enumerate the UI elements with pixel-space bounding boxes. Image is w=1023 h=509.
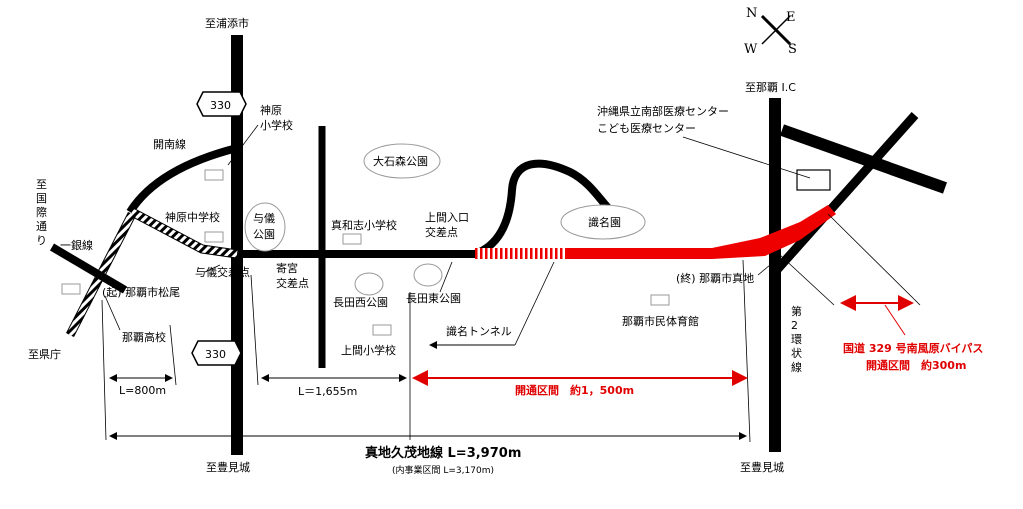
opened-section-label: 開通区間 約1，500m [515, 383, 634, 397]
compass-n: N [746, 6, 757, 21]
compass-w: W [744, 42, 758, 57]
bypass-label-1: 国道 329 号南風原バイパス [843, 341, 983, 355]
hospital-1: 沖縄県立南部医療センター [597, 104, 729, 118]
kanbaru-school-2: 小学校 [260, 118, 293, 132]
naha-high: 那覇高校 [122, 330, 166, 344]
dest-tomigusuku-left: 至豊見城 [206, 461, 250, 474]
kanbaru-school-1: 神原 [260, 103, 282, 117]
roads [49, 35, 948, 455]
svg-text:状: 状 [791, 346, 802, 360]
yogi-intersection: 与儀交差点 [195, 265, 250, 279]
shikina-tunnel: 識名トンネル [446, 324, 512, 338]
kamama-intersection-2: 交差点 [425, 225, 458, 239]
planned-section [130, 208, 238, 258]
dest-naha-ic: 至那覇 I.C [745, 81, 796, 94]
dest-tomigusuku-right: 至豊見城 [740, 461, 784, 474]
kamama-school: 上間小学校 [341, 343, 396, 357]
hospital-2: こども医療センター [597, 121, 696, 135]
yogi-park-area [244, 202, 286, 252]
shikina-garden: 識名園 [588, 215, 621, 229]
start-point: (起) 那覇市松尾 [102, 285, 180, 299]
nagata-east-park: 長田東公園 [406, 292, 461, 305]
mawashi-school: 真和志小学校 [331, 218, 397, 232]
compass-rose: N E W S [744, 6, 797, 57]
oishimori-park: 大石森公園 [373, 154, 428, 168]
bypass-road [771, 112, 919, 275]
svg-text:至: 至 [36, 178, 47, 191]
route-330-shield-top: 330 [196, 91, 247, 117]
nagata-west-park: 長田西公園 [333, 296, 388, 309]
kainan-line-label: 開南線 [153, 137, 186, 151]
end-point: (終) 那覇市真地 [676, 271, 754, 285]
hospital-building [796, 169, 831, 191]
route-330-shield-bottom: 330 [191, 340, 242, 366]
shikina-garden-area [560, 204, 646, 240]
kanbaru-junior: 神原中学校 [165, 210, 220, 224]
compass-e: E [786, 10, 796, 25]
opened-main [567, 248, 712, 259]
main-line-label: 真地久茂地線 L=3,970m [365, 445, 521, 461]
bypass-label-2: 開通区間 約300m [866, 358, 966, 372]
svg-text:通: 通 [36, 220, 47, 233]
kamama-intersection-1: 上間入口 [425, 211, 469, 224]
yogi-park-1: 与儀 [253, 211, 275, 225]
svg-text:330: 330 [210, 99, 231, 112]
svg-text:2: 2 [791, 319, 798, 332]
dest-urasoe: 至浦添市 [205, 16, 249, 30]
svg-text:第: 第 [791, 304, 802, 318]
yosemiya-1: 寄宮 [276, 261, 298, 275]
svg-text:国: 国 [36, 192, 47, 205]
svg-text:環: 環 [791, 333, 802, 346]
hospital-road [779, 124, 948, 194]
svg-text:り: り [36, 234, 47, 247]
svg-text:際: 際 [36, 206, 47, 219]
dest-kokusai: 至 国 際 通 り [36, 178, 47, 247]
kainan-line-road [126, 144, 238, 215]
dest-prefecture: 至県庁 [28, 347, 61, 361]
ichigin-line-road [49, 243, 128, 294]
segment-1655: L＝1,655m [298, 385, 357, 398]
segment-800: L=800m [119, 384, 166, 397]
oishimori-park-area [363, 143, 441, 179]
svg-text:330: 330 [205, 348, 226, 361]
bypass-opened [712, 205, 836, 259]
project-section-label: (内事業区間 L=3,170m) [392, 464, 494, 476]
naha-gym: 那覇市民体育館 [622, 314, 699, 328]
yogi-park-2: 公園 [253, 228, 275, 241]
second-ring-label: 第 2 環 状 線 [791, 304, 802, 374]
ichigin-line-label: 一銀線 [60, 238, 93, 252]
svg-text:線: 線 [791, 360, 802, 374]
yosemiya-2: 交差点 [276, 276, 309, 290]
opened-striped [475, 248, 568, 259]
opened-sections [475, 205, 836, 259]
compass-s: S [788, 42, 797, 57]
